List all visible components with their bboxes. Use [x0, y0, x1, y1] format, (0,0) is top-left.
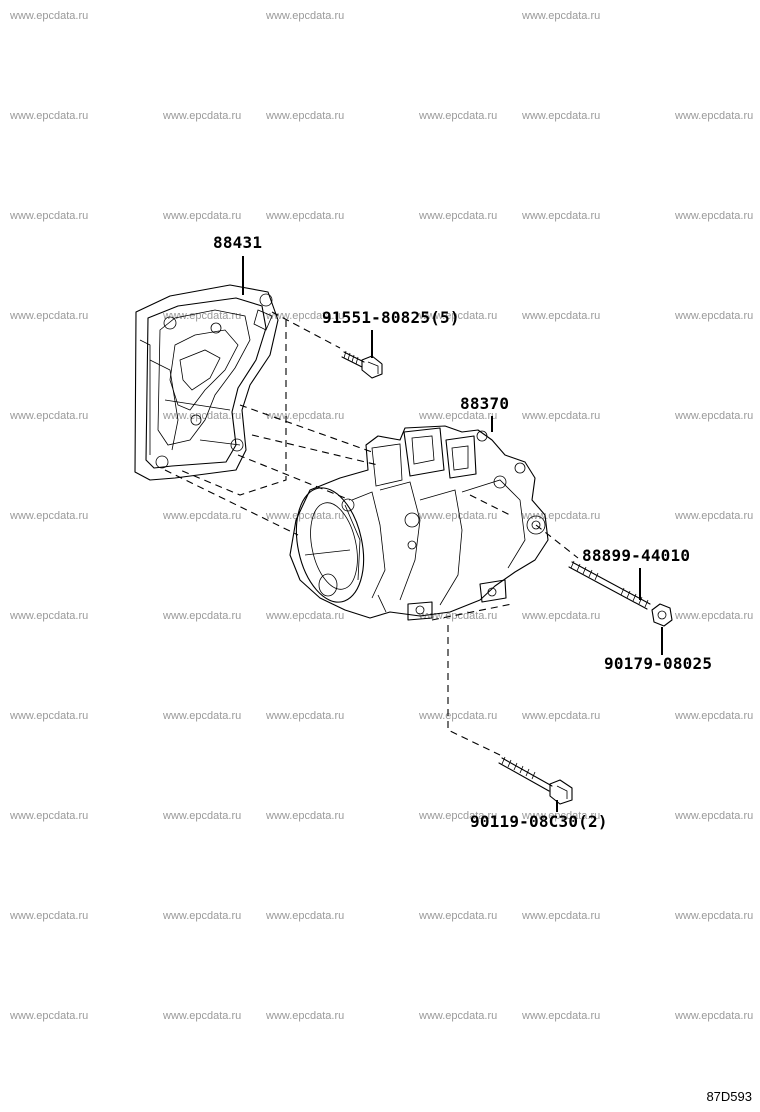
watermark-text: www.epcdata.ru	[10, 910, 89, 922]
watermark-text: www.epcdata.ru	[163, 310, 242, 322]
watermark-text: www.epcdata.ru	[675, 110, 754, 122]
ac-compressor[interactable]	[287, 425, 549, 621]
watermark-text: www.epcdata.ru	[419, 210, 498, 222]
watermark-text: www.epcdata.ru	[266, 210, 345, 222]
watermark-text: www.epcdata.ru	[419, 1010, 498, 1022]
watermark-text: www.epcdata.ru	[419, 510, 498, 522]
watermark-text: www.epcdata.ru	[522, 910, 601, 922]
mount-bolt[interactable]	[498, 756, 573, 805]
watermark-text: www.epcdata.ru	[163, 110, 242, 122]
watermark-text: www.epcdata.ru	[163, 510, 242, 522]
watermark-text: www.epcdata.ru	[10, 510, 89, 522]
watermark-text: www.epcdata.ru	[419, 710, 498, 722]
watermark-text: www.epcdata.ru	[675, 710, 754, 722]
watermark-text: www.epcdata.ru	[163, 710, 242, 722]
watermark-text: www.epcdata.ru	[419, 310, 498, 322]
callout-nut[interactable]: 90179-08025	[604, 654, 713, 673]
watermark-text: www.epcdata.ru	[675, 210, 754, 222]
callout-stud-bolt[interactable]: 88899-44010	[582, 546, 691, 565]
watermark-text: www.epcdata.ru	[419, 110, 498, 122]
watermark-text: www.epcdata.ru	[419, 910, 498, 922]
compressor-nut[interactable]	[651, 603, 673, 627]
callout-mount-bolt[interactable]: 90119-08C30(2)	[470, 812, 608, 831]
callout-bracket-bolt[interactable]: 91551-80825(5)	[322, 308, 460, 327]
watermark-text: www.epcdata.ru	[163, 610, 242, 622]
watermark-text: www.epcdata.ru	[419, 810, 498, 822]
watermark-text: www.epcdata.ru	[522, 610, 601, 622]
callout-compressor[interactable]: 88370	[460, 394, 510, 413]
watermark-text: www.epcdata.ru	[266, 110, 345, 122]
watermark-text: www.epcdata.ru	[163, 1010, 242, 1022]
watermark-text: www.epcdata.ru	[10, 310, 89, 322]
watermark-text: www.epcdata.ru	[522, 710, 601, 722]
watermark-text: www.epcdata.ru	[522, 1010, 601, 1022]
watermark-text: www.epcdata.ru	[266, 810, 345, 822]
watermark-text: www.epcdata.ru	[522, 810, 601, 822]
diagram-code: 87D593	[706, 1089, 752, 1104]
watermark-text: www.epcdata.ru	[675, 510, 754, 522]
watermark-text: www.epcdata.ru	[163, 810, 242, 822]
watermark-text: www.epcdata.ru	[522, 10, 601, 22]
watermark-text: www.epcdata.ru	[675, 310, 754, 322]
watermark-text: www.epcdata.ru	[10, 410, 89, 422]
alignment-lines	[164, 311, 579, 756]
watermark-text: www.epcdata.ru	[163, 410, 242, 422]
watermark-text: www.epcdata.ru	[10, 210, 89, 222]
watermark-text: www.epcdata.ru	[163, 210, 242, 222]
watermark-text: www.epcdata.ru	[522, 410, 601, 422]
watermark-text: www.epcdata.ru	[266, 910, 345, 922]
watermark-text: www.epcdata.ru	[522, 210, 601, 222]
watermark-text: www.epcdata.ru	[10, 610, 89, 622]
watermark-text: www.epcdata.ru	[10, 710, 89, 722]
watermark-text: www.epcdata.ru	[522, 510, 601, 522]
callout-bracket[interactable]: 88431	[213, 233, 263, 252]
compressor-bracket[interactable]	[134, 284, 279, 481]
stud-bolt[interactable]	[568, 560, 651, 610]
watermark-text: www.epcdata.ru	[10, 1010, 89, 1022]
watermark-text: www.epcdata.ru	[675, 910, 754, 922]
watermark-text: www.epcdata.ru	[675, 610, 754, 622]
watermark-text: www.epcdata.ru	[419, 410, 498, 422]
watermark-text: www.epcdata.ru	[266, 710, 345, 722]
watermark-text: www.epcdata.ru	[675, 810, 754, 822]
watermark-text: www.epcdata.ru	[675, 410, 754, 422]
watermark-text: www.epcdata.ru	[522, 310, 601, 322]
watermark-text: www.epcdata.ru	[10, 10, 89, 22]
watermark-text: www.epcdata.ru	[266, 510, 345, 522]
watermark-text: www.epcdata.ru	[10, 810, 89, 822]
watermark-text: www.epcdata.ru	[675, 1010, 754, 1022]
watermark-text: www.epcdata.ru	[10, 110, 89, 122]
leader-lines	[242, 256, 663, 812]
watermark-text: www.epcdata.ru	[266, 610, 345, 622]
watermark-text: www.epcdata.ru	[522, 110, 601, 122]
watermark-text: www.epcdata.ru	[163, 910, 242, 922]
watermark-text: www.epcdata.ru	[266, 1010, 345, 1022]
watermark-text: www.epcdata.ru	[266, 10, 345, 22]
bracket-bolt[interactable]	[341, 350, 383, 379]
